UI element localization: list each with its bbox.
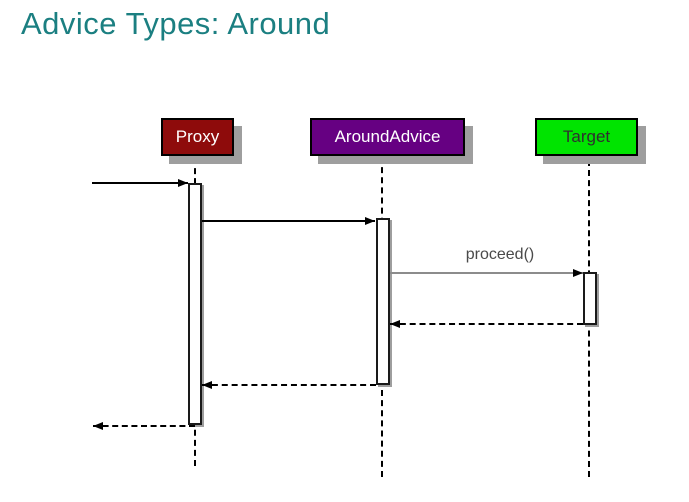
message-arrow-proxy-return: [93, 422, 195, 430]
arrowhead-right-icon: [365, 217, 375, 225]
participant-label-proxy: Proxy: [175, 127, 220, 146]
activation-bar-aroundadvice: [376, 218, 390, 385]
participant-box-proxy: Proxy: [161, 118, 234, 156]
message-arrow-caller-to-proxy: [92, 179, 188, 187]
participant-box-target: Target: [535, 118, 638, 156]
participant-label-aroundadvice: AroundAdvice: [334, 127, 441, 146]
message-label-proceed: proceed(): [465, 246, 535, 263]
message-arrow-proceed-call: [390, 269, 583, 277]
participant-label-target: Target: [562, 127, 611, 146]
message-arrow-proxy-to-aroundadvice: [202, 217, 375, 225]
arrowhead-left-icon: [390, 320, 400, 328]
arrowhead-left-icon: [93, 422, 103, 430]
arrowhead-right-icon: [178, 179, 188, 187]
arrowhead-left-icon: [202, 381, 212, 389]
page-title: Advice Types: Around: [21, 6, 331, 41]
activation-bar-proxy: [188, 183, 202, 425]
message-arrow-target-return: [390, 320, 583, 328]
activation-bar-target: [583, 272, 597, 325]
message-arrow-aroundadvice-return: [202, 381, 376, 389]
arrowhead-right-icon: [573, 269, 583, 277]
participant-box-aroundadvice: AroundAdvice: [310, 118, 465, 156]
